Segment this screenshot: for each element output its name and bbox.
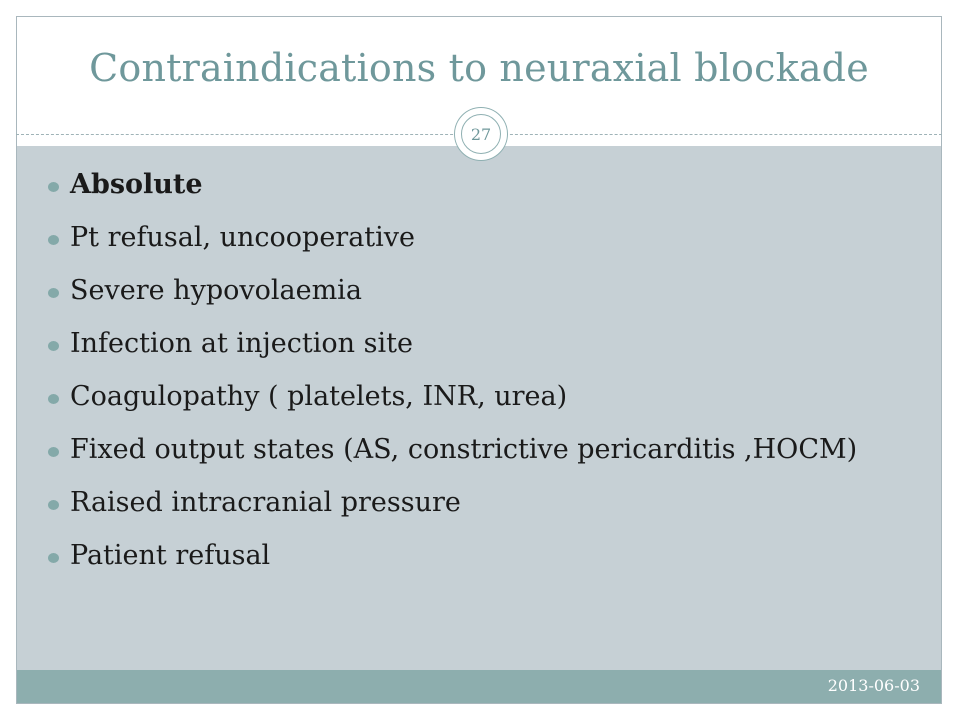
bullet-text: Severe hypovolaemia (70, 275, 362, 306)
bullet-marker-icon (48, 447, 59, 457)
list-item: Absolute (48, 168, 908, 201)
list-item: Pt refusal, uncooperative (48, 221, 908, 254)
bullet-text: Infection at injection site (70, 328, 413, 359)
list-item: Severe hypovolaemia (48, 274, 908, 307)
footer-bar (17, 670, 941, 703)
content-panel (17, 146, 941, 670)
bullet-marker-icon (48, 182, 59, 192)
bullet-text: Patient refusal (70, 540, 271, 571)
bullet-marker-icon (48, 341, 59, 351)
bullet-text: Pt refusal, uncooperative (70, 222, 416, 253)
bullet-marker-icon (48, 500, 59, 510)
bullet-text: Coagulopathy ( platelets, INR, urea) (70, 381, 568, 412)
page-number-badge: 27 (455, 108, 507, 160)
list-item: Infection at injection site (48, 327, 908, 360)
list-item: Coagulopathy ( platelets, INR, urea) (48, 380, 908, 413)
bullet-marker-icon (48, 553, 59, 563)
list-item: Raised intracranial pressure (48, 486, 908, 519)
bullet-marker-icon (48, 288, 59, 298)
bullet-marker-icon (48, 394, 59, 404)
slide-date: 2013-06-03 (827, 676, 920, 695)
bullet-marker-icon (48, 235, 59, 245)
slide-title: Contraindications to neuraxial blockade (89, 46, 869, 90)
list-item: Fixed output states (AS, constrictive pe… (48, 433, 908, 466)
page-number: 27 (470, 124, 492, 144)
page-number-ring (461, 114, 501, 154)
bullet-list: Absolute Pt refusal, uncooperative Sever… (48, 168, 908, 592)
bullet-text: Fixed output states (AS, constrictive pe… (70, 434, 858, 465)
list-item: Patient refusal (48, 539, 908, 572)
bullet-text: Raised intracranial pressure (70, 487, 461, 518)
bullet-text: Absolute (70, 169, 203, 200)
